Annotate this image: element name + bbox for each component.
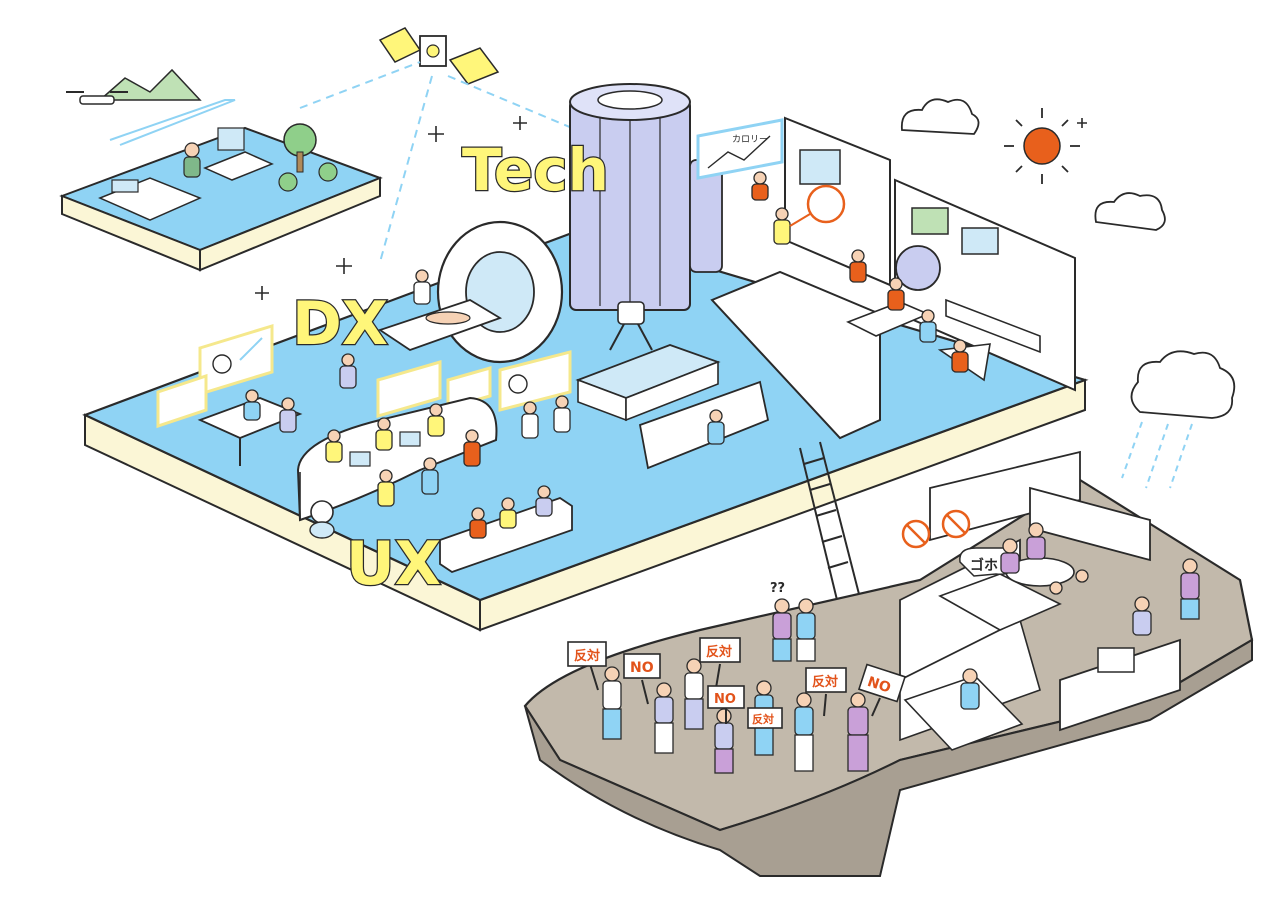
protest-sign-hantai-1: 反対 [567,641,607,691]
protest-sign-no-3: NO [857,663,907,717]
svg-text:反対: 反対 [574,648,600,664]
mri-scanner-icon [377,220,564,364]
platform-people [243,171,969,539]
protest-signs: 反対 NO 反対 NO 反対 反対 NO [567,637,907,729]
protest-sign-no-2: NO [707,685,745,724]
protest-sign-hantai-2: 反対 [699,637,741,689]
svg-text:NO: NO [714,692,736,707]
svg-text:反対: 反対 [706,644,732,660]
tech-label: Tech [462,136,609,204]
protest-sign-hantai-3: 反対 [747,707,783,729]
confused-mark: ?? [770,581,785,596]
protest-sign-no-1: NO [623,653,661,705]
tech-platform: カロリー [82,83,1089,632]
robot-icon [575,301,721,422]
cloud-icon [900,98,1166,231]
snore-bubble: ゴホ [970,557,998,574]
svg-text:反対: 反対 [752,712,774,726]
rain-cloud-icon [1121,350,1236,489]
no-stairs-icon [941,509,971,539]
ladder-icon [799,441,861,605]
calorie-chart-label: カロリー [732,134,768,145]
drone-icon [66,91,128,105]
sparkle-icon [255,116,1087,300]
protest-crowd [602,522,1200,774]
svg-text:NO: NO [630,660,654,676]
satellite-icon [378,27,500,85]
remote-care-island [59,68,383,272]
dx-label: DX [292,289,388,359]
protest-sign-hantai-4: 反対 [805,667,847,717]
svg-text:反対: 反対 [812,674,838,690]
ux-label: UX [346,529,441,599]
no-pills-icon [901,519,931,549]
sun-icon [1004,108,1080,184]
svg-text:NO: NO [865,674,893,697]
signal-lines [299,61,573,263]
